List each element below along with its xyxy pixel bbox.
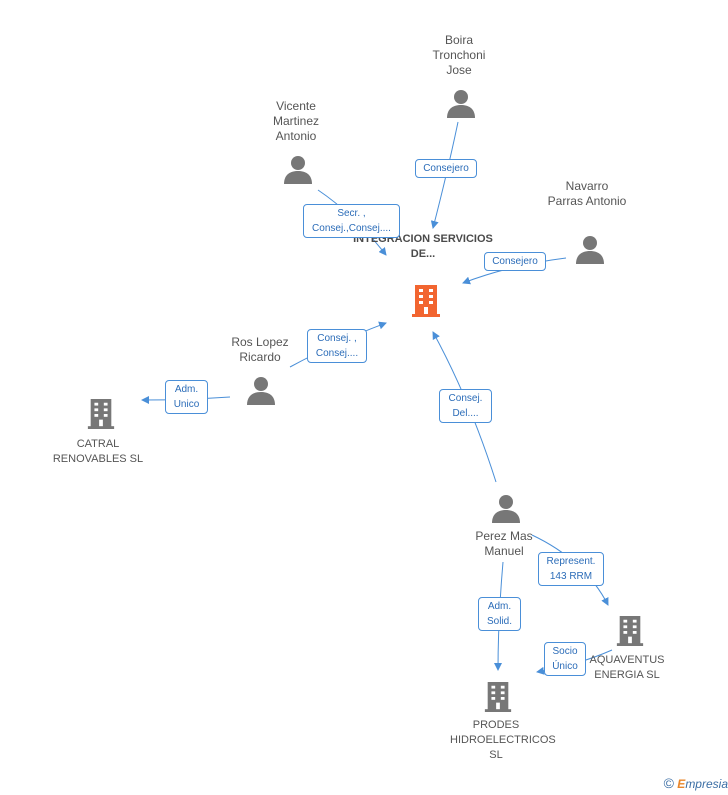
person-icon[interactable] (283, 154, 313, 184)
edge-label-ros-catral[interactable]: Adm. Unico (165, 380, 208, 414)
edge-label-aquaventus-prodes[interactable]: Socio Único (544, 642, 586, 676)
company-label-prodes[interactable]: PRODES HIDROELECTRICOS SL (450, 719, 556, 761)
edge-label-ros-central[interactable]: Consej. , Consej.... (307, 329, 367, 363)
brand-first-letter: E (677, 777, 686, 791)
building-icon[interactable] (615, 614, 645, 648)
edge-label-perez-prodes[interactable]: Adm. Solid. (478, 597, 521, 631)
edge-label-navarro-central[interactable]: Consejero (484, 252, 546, 271)
person-icon[interactable] (446, 88, 476, 118)
edge-label-boira-central[interactable]: Consejero (415, 159, 477, 178)
copyright-icon: © (663, 775, 674, 791)
company-label-catral[interactable]: CATRAL RENOVABLES SL (52, 438, 144, 465)
building-icon[interactable] (86, 397, 116, 431)
person-label-navarro[interactable]: Navarro Parras Antonio (547, 179, 627, 208)
person-label-boira[interactable]: Boira Tronchoni Jose (432, 33, 486, 77)
building-icon[interactable] (483, 680, 513, 714)
person-label-vicente[interactable]: Vicente Martinez Antonio (272, 99, 319, 143)
person-icon[interactable] (491, 493, 521, 523)
company-label-aquaventus[interactable]: AQUAVENTUS ENERGIA SL (589, 654, 665, 681)
edge-label-perez-central[interactable]: Consej. Del.... (439, 389, 492, 423)
footer-brand: © Empresia (664, 775, 728, 791)
brand-logo: Empresia (677, 777, 728, 791)
edge-label-perez-aquaventus[interactable]: Represent. 143 RRM (538, 552, 604, 586)
person-label-ros[interactable]: Ros Lopez Ricardo (231, 335, 289, 364)
building-icon[interactable] (410, 284, 442, 318)
person-icon[interactable] (575, 234, 605, 264)
person-icon[interactable] (246, 375, 276, 405)
edge-label-vicente-central[interactable]: Secr. , Consej.,Consej.... (303, 204, 400, 238)
person-label-perez[interactable]: Perez Mas Manuel (475, 529, 533, 558)
brand-rest: mpresia (685, 777, 728, 791)
